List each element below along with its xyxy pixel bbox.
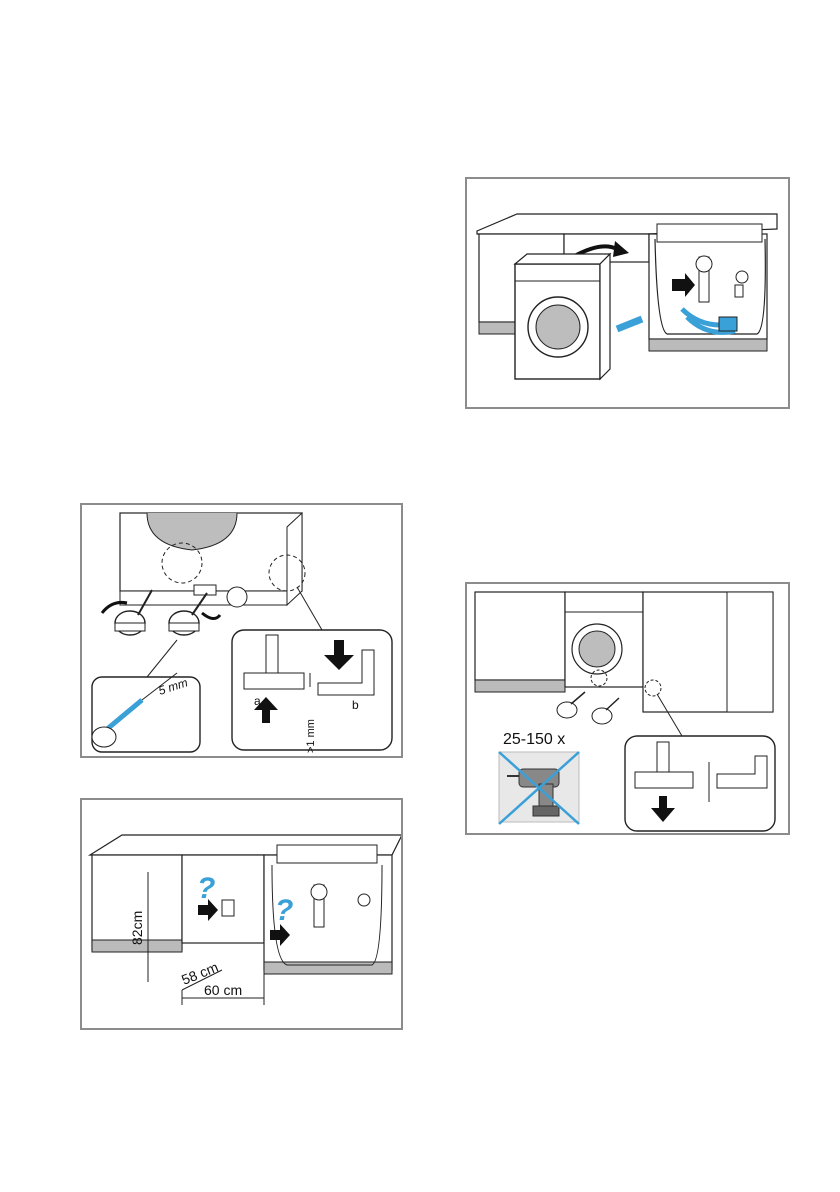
screwdriver-small-right-icon	[592, 698, 619, 724]
figure-adjust-feet: 5 mm a b >1 mm	[80, 503, 403, 758]
figure-install-into-cabinet	[465, 177, 790, 409]
figure-lower-feet: 25-150 x	[465, 582, 790, 835]
width-label: 60 cm	[204, 982, 242, 998]
question-mark-2: ?	[275, 894, 293, 927]
screwdriver-small-left-icon	[557, 692, 585, 718]
dimensions-illustration: ? ? 82cm 58 cm 60 cm	[82, 800, 403, 1030]
part-b-label: b	[352, 698, 359, 712]
install-illustration	[467, 179, 790, 409]
lower-feet-illustration: 25-150 x	[467, 584, 790, 835]
height-label: 82cm	[129, 911, 145, 945]
feet-illustration: 5 mm a b >1 mm	[82, 505, 403, 758]
question-mark-1: ?	[197, 872, 215, 905]
figure-cabinet-dimensions: ? ? 82cm 58 cm 60 cm	[80, 798, 403, 1030]
part-a-label: a	[254, 694, 261, 708]
turns-label: 25-150 x	[503, 731, 565, 748]
clearance-label: >1 mm	[305, 719, 317, 753]
